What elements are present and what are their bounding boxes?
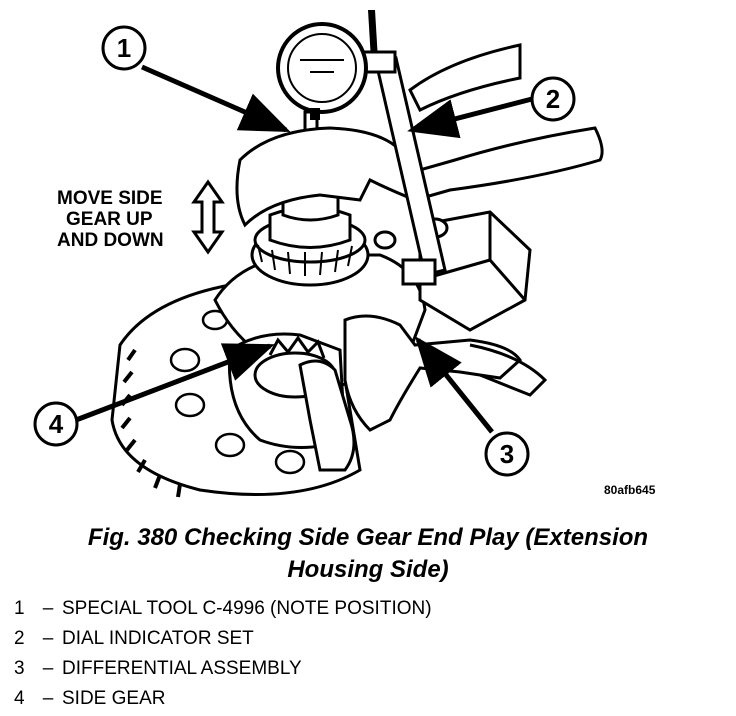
instruction-line-2: GEAR UP (66, 209, 153, 230)
legend-text: DIFFERENTIAL ASSEMBLY (62, 658, 302, 679)
legend-item-1: 1–SPECIAL TOOL C-4996 (NOTE POSITION) (14, 594, 432, 624)
technical-illustration: MOVE SIDE GEAR UP AND DOWN 1 2 3 4 80afb… (33, 10, 656, 498)
svg-text:1: 1 (117, 33, 131, 63)
figure-code: 80afb645 (604, 483, 656, 497)
legend-item-4: 4–SIDE GEAR (14, 684, 432, 714)
svg-text:2: 2 (546, 84, 560, 114)
callout-leaders (75, 64, 533, 434)
legend-separator: – (42, 658, 54, 679)
instruction-line-3: AND DOWN (57, 230, 164, 251)
caption-line-2: Housing Side) (287, 556, 449, 583)
caption-line-1: Fig. 380 Checking Side Gear End Play (Ex… (87, 524, 649, 551)
legend-number: 4 (14, 688, 25, 709)
housing-block (373, 210, 532, 332)
up-down-arrow-icon (191, 179, 225, 255)
legend-text: SIDE GEAR (62, 688, 166, 709)
svg-text:4: 4 (49, 409, 64, 439)
ring-gear-bolts (169, 309, 306, 475)
legend-separator: – (42, 688, 54, 709)
legend-separator: – (42, 598, 54, 619)
callout-1: 1 (101, 25, 147, 71)
legend-number: 2 (14, 628, 25, 649)
callout-4: 4 (33, 401, 79, 447)
legend-number: 3 (14, 658, 25, 679)
legend-text: DIAL INDICATOR SET (62, 628, 254, 649)
callout-2: 2 (530, 76, 576, 122)
svg-text:3: 3 (500, 439, 514, 469)
callout-3: 3 (484, 431, 530, 477)
dial-indicator-set (276, 10, 447, 286)
parts-legend: 1–SPECIAL TOOL C-4996 (NOTE POSITION) 2–… (14, 594, 432, 714)
legend-item-2: 2–DIAL INDICATOR SET (14, 624, 432, 654)
legend-number: 1 (14, 598, 25, 619)
figure-caption: Fig. 380 Checking Side Gear End Play (Ex… (0, 522, 736, 586)
legend-separator: – (42, 628, 54, 649)
legend-text: SPECIAL TOOL C-4996 (NOTE POSITION) (62, 598, 432, 619)
legend-item-3: 3–DIFFERENTIAL ASSEMBLY (14, 654, 432, 684)
instruction-line-1: MOVE SIDE (57, 188, 163, 209)
